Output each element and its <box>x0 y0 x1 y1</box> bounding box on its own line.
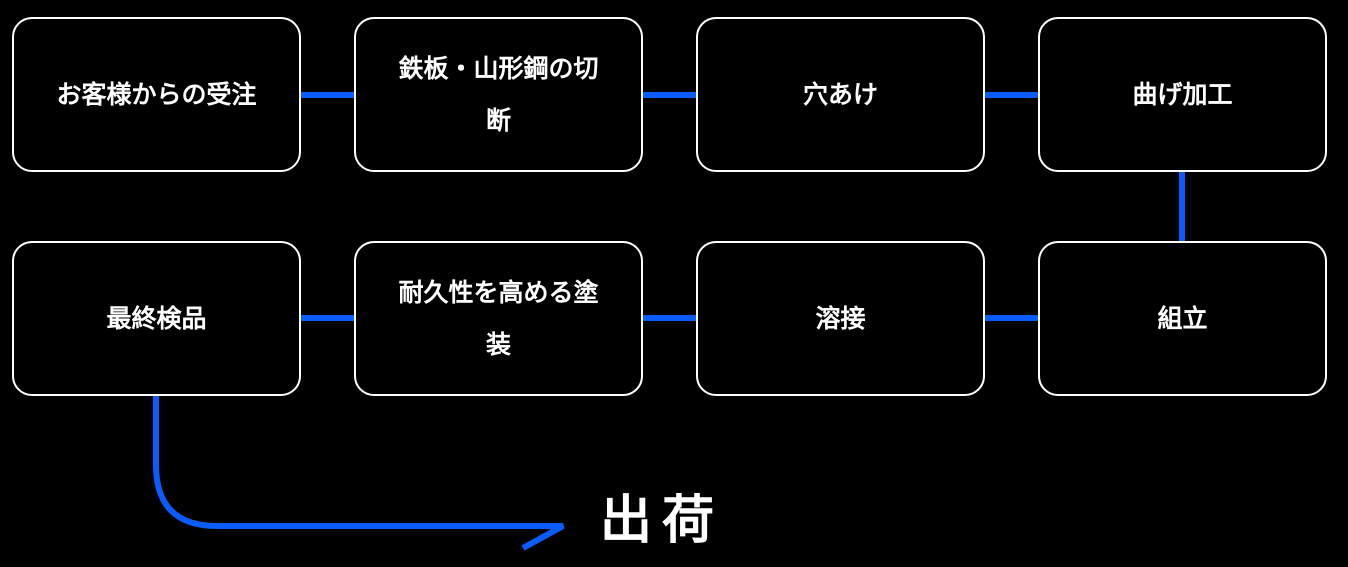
step-welding-label: 溶接 <box>815 303 866 333</box>
shipment-label: 出荷 <box>600 491 725 551</box>
step-order-receipt: お客様からの受注 <box>12 17 301 172</box>
step-drilling: 穴あけ <box>696 17 985 172</box>
step-final-inspection-label: 最終検品 <box>106 303 207 333</box>
step-bending-label: 曲げ加工 <box>1132 79 1233 109</box>
step-welding: 溶接 <box>696 241 985 396</box>
connector-to-shipment <box>153 396 565 551</box>
step-painting-label: 耐久性を高める塗装 <box>398 277 599 359</box>
step-drilling-label: 穴あけ <box>802 79 878 109</box>
step-final-inspection: 最終検品 <box>12 241 301 396</box>
step-cutting-label: 鉄板・山形鋼の切断 <box>398 53 599 135</box>
step-order-receipt-label: お客様からの受注 <box>56 79 257 109</box>
step-assembly-label: 組立 <box>1157 303 1208 333</box>
step-assembly: 組立 <box>1038 241 1327 396</box>
step-cutting: 鉄板・山形鋼の切断 <box>354 17 643 172</box>
step-bending: 曲げ加工 <box>1038 17 1327 172</box>
step-painting: 耐久性を高める塗装 <box>354 241 643 396</box>
